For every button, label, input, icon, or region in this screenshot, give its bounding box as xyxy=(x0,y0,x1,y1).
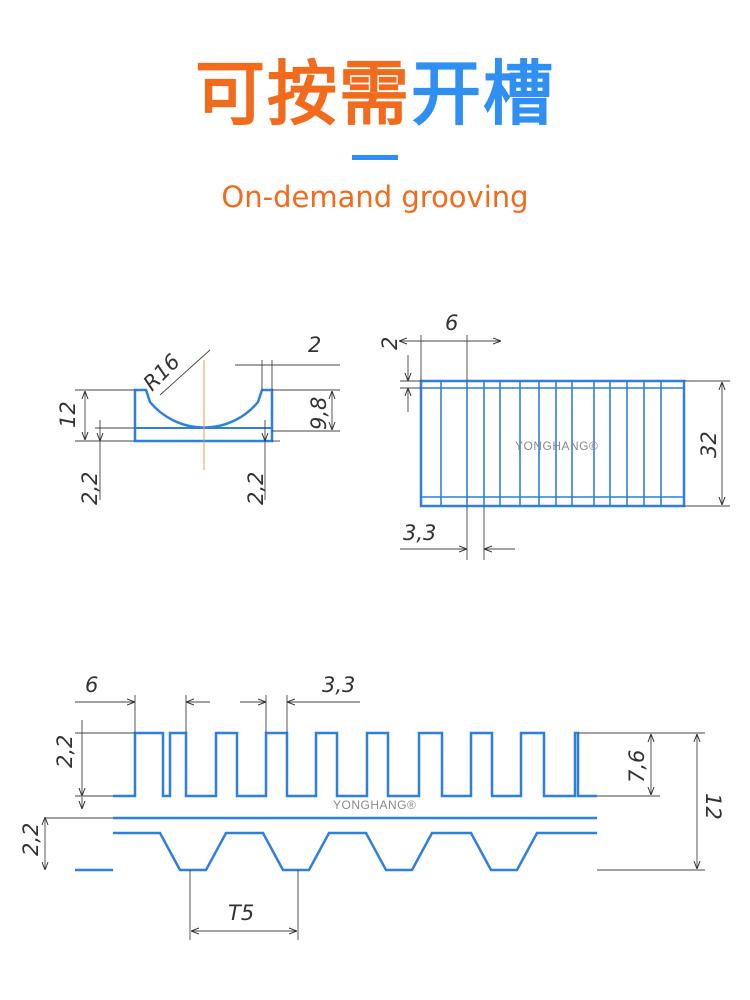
dim-base-height: 2,2 xyxy=(19,823,43,856)
cross-section-outline xyxy=(133,388,274,443)
title-orange-part: 可按需 xyxy=(195,53,411,135)
dim-height-right: 9,8 xyxy=(307,397,331,430)
page-title: 可按需开槽 xyxy=(0,52,750,136)
t5-belt-profile xyxy=(113,831,597,872)
dim-top-width: 6 xyxy=(445,311,458,335)
dim-height-32: 32 xyxy=(697,431,721,458)
cross-section-drawing: R16 2 12 9,8 2,2 2,2 xyxy=(56,333,340,505)
watermark-top: YONGHANG® xyxy=(515,439,598,453)
dim-height-left: 12 xyxy=(56,401,80,428)
dim-total-height: 12 xyxy=(701,793,725,820)
dim-bottom-right: 2,2 xyxy=(244,472,268,505)
page-subtitle: On-demand grooving xyxy=(221,180,529,214)
dim-pitch: T5 xyxy=(228,901,254,925)
title-underline xyxy=(352,155,398,160)
grooved-profile xyxy=(113,731,597,798)
dim-height-left: 2,2 xyxy=(53,735,77,768)
top-view-drawing: 6 2 32 3,3 YONGHANG® xyxy=(378,311,730,560)
dim-bottom-left: 2,2 xyxy=(78,472,102,505)
dim-bottom-width: 3,3 xyxy=(403,521,436,545)
radius-label: R16 xyxy=(139,349,185,395)
dim-top-offset: 2 xyxy=(378,337,402,350)
dim-top-right: 2 xyxy=(308,333,321,357)
side-view-drawing: 6 3,3 2,2 2,2 7,6 12 T5 YONGHANG® xyxy=(19,673,725,940)
dim-tooth-width: 6 xyxy=(85,673,98,697)
dim-gap-width: 3,3 xyxy=(322,673,355,697)
title-blue-part: 开槽 xyxy=(411,53,555,135)
watermark-bottom: YONGHANG® xyxy=(333,798,416,812)
dim-groove-depth: 7,6 xyxy=(625,750,649,783)
